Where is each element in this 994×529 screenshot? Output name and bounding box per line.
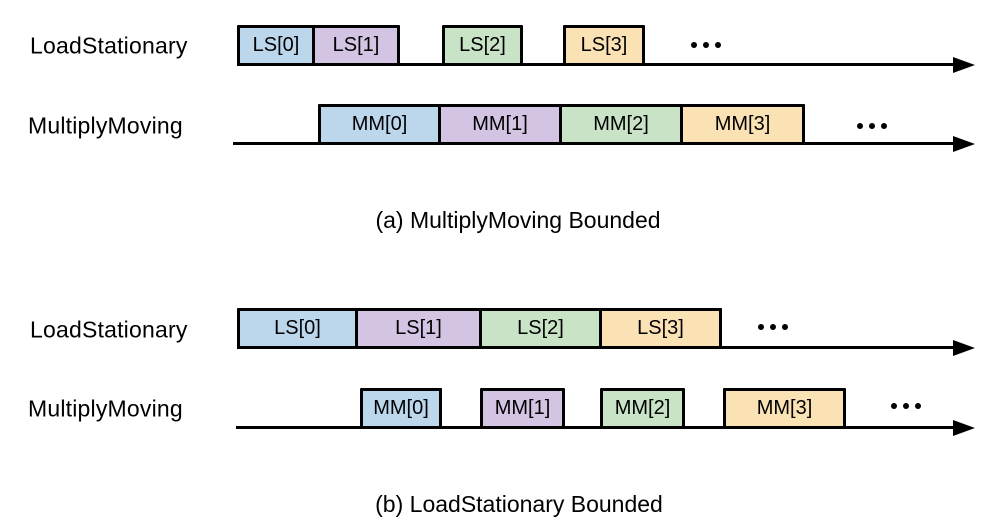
arrowhead-icon (953, 339, 975, 356)
ellipsis-dot-icon (758, 324, 764, 330)
stage-box: LS[2] (442, 25, 523, 66)
arrowhead-icon (953, 419, 975, 436)
ellipsis-dot-icon (715, 42, 721, 48)
ellipsis-dot-icon (691, 42, 697, 48)
row-label: LoadStationary (30, 316, 188, 343)
diagram-caption: (b) LoadStationary Bounded (375, 491, 663, 517)
arrowhead-icon (953, 56, 975, 73)
stage-box: MM[0] (360, 388, 442, 429)
ellipsis (758, 324, 788, 330)
stage-box: LS[1] (312, 25, 400, 66)
ellipsis-dot-icon (881, 123, 887, 129)
ellipsis-dot-icon (770, 324, 776, 330)
stage-box: LS[3] (563, 25, 645, 66)
ellipsis-dot-icon (915, 403, 921, 409)
row-label: MultiplyMoving (28, 395, 183, 422)
ellipsis-dot-icon (703, 42, 709, 48)
ellipsis (691, 42, 721, 48)
ellipsis-dot-icon (782, 324, 788, 330)
ellipsis (891, 403, 921, 409)
stage-box: MM[1] (438, 104, 562, 145)
ellipsis-dot-icon (903, 403, 909, 409)
stage-box: LS[1] (355, 308, 482, 349)
stage-box: LS[2] (479, 308, 602, 349)
stage-box: LS[0] (237, 308, 358, 349)
ellipsis-dot-icon (857, 123, 863, 129)
stage-box: MM[1] (480, 388, 565, 429)
stage-box: MM[0] (318, 104, 441, 145)
stage-box: MM[2] (600, 388, 685, 429)
stage-box: MM[2] (559, 104, 683, 145)
ellipsis-dot-icon (891, 403, 897, 409)
arrowhead-icon (953, 135, 975, 152)
ellipsis (857, 123, 887, 129)
diagram-caption: (a) MultiplyMoving Bounded (375, 207, 661, 233)
timeline-axis (236, 426, 955, 429)
row-label: MultiplyMoving (28, 112, 183, 139)
row-label: LoadStationary (30, 32, 188, 59)
stage-box: LS[0] (237, 25, 315, 66)
ellipsis-dot-icon (869, 123, 875, 129)
stage-box: LS[3] (599, 308, 722, 349)
stage-box: MM[3] (680, 104, 805, 145)
stage-box: MM[3] (723, 388, 846, 429)
